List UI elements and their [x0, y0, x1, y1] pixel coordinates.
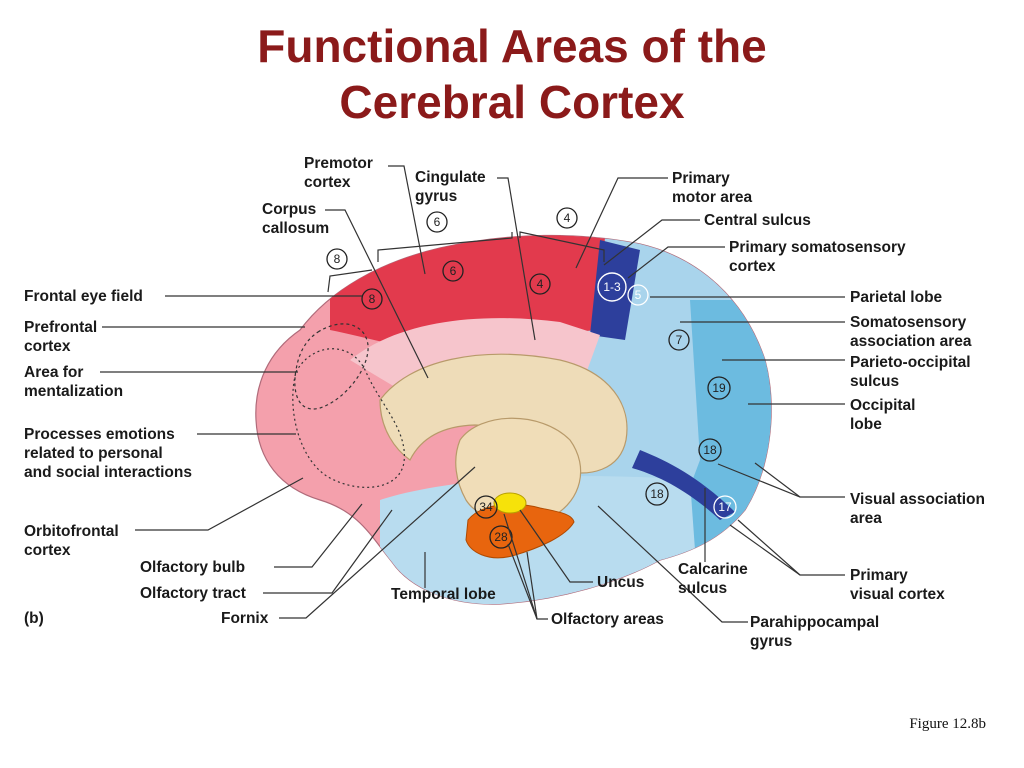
leader-olfactory-tract	[263, 509, 393, 594]
svg-text:5: 5	[635, 288, 642, 302]
area-6-top-marker: 6	[426, 211, 448, 233]
leader-cingulate	[497, 177, 536, 341]
svg-text:1-3: 1-3	[603, 280, 621, 294]
title-line-2: Cerebral Cortex	[339, 76, 685, 128]
label-temporal-lobe: Temporal lobe	[391, 586, 496, 603]
somatosensory-region	[590, 240, 640, 340]
label-olfactory-tract: Olfactory tract	[140, 585, 246, 602]
svg-text:17: 17	[718, 500, 732, 514]
leader-primary-somatosensory	[627, 246, 725, 279]
svg-text:4: 4	[564, 211, 571, 225]
svg-text:8: 8	[369, 292, 376, 306]
svg-text:34: 34	[479, 500, 493, 514]
svg-text:6: 6	[450, 264, 457, 278]
leader-premotor	[388, 165, 426, 275]
label-olfactory-bulb: Olfactory bulb	[140, 559, 245, 576]
leader-visual-assoc-2	[754, 462, 801, 498]
label-parietal-lobe: Parietal lobe	[850, 289, 943, 306]
area-7-marker: 7	[668, 329, 690, 351]
label-uncus: Uncus	[597, 574, 644, 591]
area-4-top-marker: 4	[556, 207, 578, 229]
figure-caption: Figure 12.8b	[909, 716, 986, 732]
svg-text:18: 18	[650, 487, 664, 501]
leader-olfactory-bulb	[274, 503, 363, 568]
leader-primary-visual-2	[729, 524, 801, 576]
area-18-upper-marker: 18	[698, 438, 722, 462]
label-central-sulcus: Central sulcus	[704, 212, 811, 229]
area-6-marker: 6	[442, 260, 464, 282]
leader-fornix	[279, 466, 476, 619]
label-frontal-eye-field: Frontal eye field	[24, 288, 143, 305]
leader-primary-visual-1	[737, 519, 845, 576]
leader-corpus-callosum	[325, 209, 429, 379]
title-line-1: Functional Areas of the	[257, 20, 767, 72]
area-4-marker: 4	[529, 273, 551, 295]
mentalization-dotted-region	[294, 323, 369, 410]
area-17-marker: 17	[713, 495, 737, 519]
svg-text:8: 8	[334, 252, 341, 266]
area-18-lower-marker: 18	[645, 482, 669, 506]
svg-text:18: 18	[703, 443, 717, 457]
area-8-top-marker: 8	[326, 248, 348, 270]
area-5-marker: 5	[627, 284, 649, 306]
svg-text:19: 19	[712, 381, 726, 395]
leader-olfactory-areas-3	[526, 551, 538, 620]
bracket-4	[519, 231, 605, 262]
panel-label: (b)	[24, 610, 44, 627]
area-number-markers: 6 4 8 6 4 8 1-3 5 7 19 18 18 17 34 28	[326, 207, 737, 549]
uncus-yellow-shape	[493, 492, 527, 514]
area-28-marker: 28	[489, 525, 513, 549]
leader-orbitofrontal	[135, 477, 304, 531]
leader-lines	[100, 165, 845, 623]
svg-text:6: 6	[434, 215, 441, 229]
label-olfactory-areas: Olfactory areas	[551, 611, 664, 628]
leader-olfactory-areas-2	[507, 543, 538, 620]
leader-primary-motor	[575, 177, 668, 269]
svg-text:28: 28	[494, 530, 508, 544]
svg-text:7: 7	[676, 333, 683, 347]
bracket-6	[377, 232, 513, 262]
bracket-8	[327, 269, 373, 293]
label-fornix: Fornix	[221, 610, 269, 627]
area-1-3-marker: 1-3	[597, 272, 627, 302]
svg-text:4: 4	[537, 277, 544, 291]
area-brackets	[327, 231, 605, 293]
calcarine-region	[632, 450, 735, 520]
area-34-marker: 34	[474, 495, 498, 519]
page-title: Functional Areas of the Cerebral Cortex	[0, 18, 1024, 130]
leader-uncus	[519, 509, 593, 583]
area-8-marker: 8	[361, 288, 383, 310]
leader-central-sulcus	[603, 219, 700, 266]
leader-parahippocampal	[597, 505, 748, 623]
area-19-marker: 19	[707, 376, 731, 400]
